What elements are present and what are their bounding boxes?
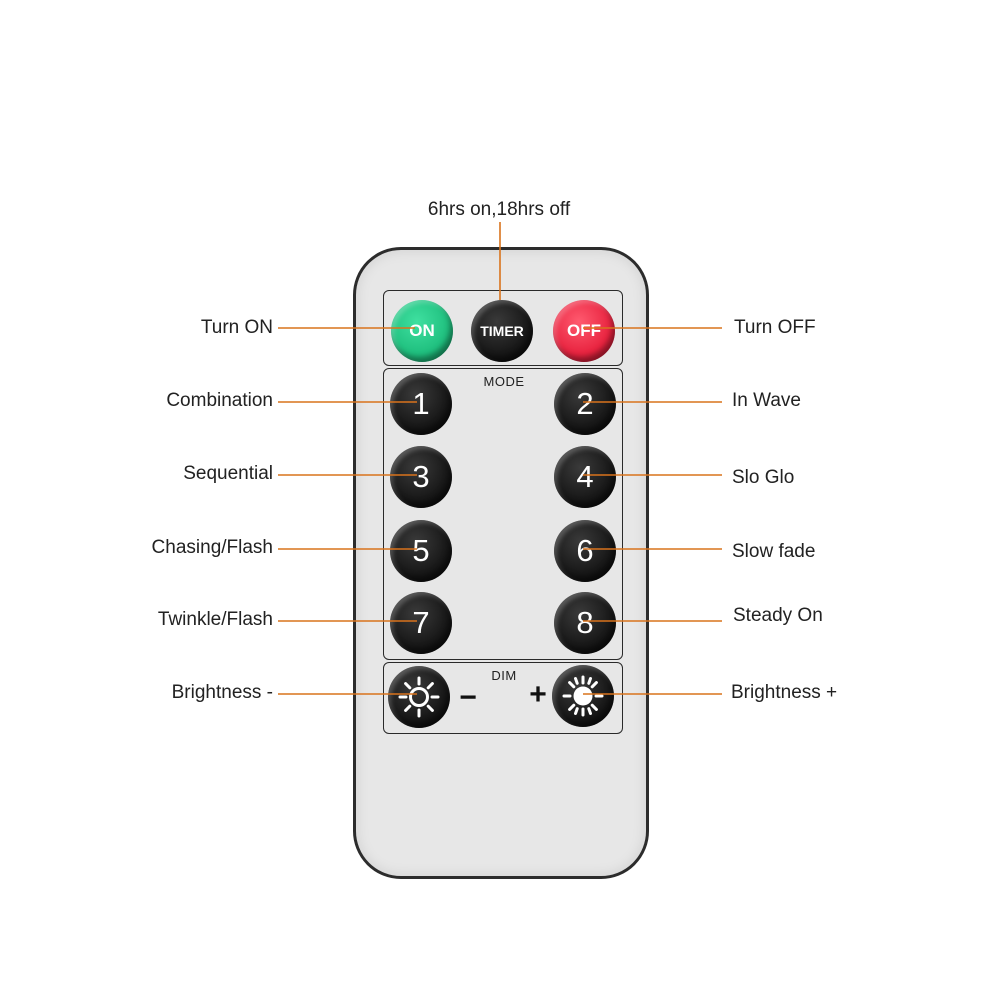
callout-on: Turn ON (200, 317, 273, 338)
on-button[interactable]: ON (391, 300, 453, 362)
sun-outline-icon (398, 676, 440, 718)
mode-button-7[interactable]: 7 (390, 592, 452, 654)
callout-2: In Wave (732, 390, 801, 411)
callout-6: Slow fade (732, 541, 816, 562)
dim-plus-sign: + (529, 678, 547, 711)
mode-button-8[interactable]: 8 (554, 592, 616, 654)
dim-panel (383, 662, 623, 734)
callout-off: Turn OFF (734, 317, 816, 338)
callout-4: Slo Glo (732, 467, 795, 488)
mode-button-1-label: 1 (412, 386, 430, 421)
mode-button-7-label: 7 (412, 605, 430, 640)
callout-8: Steady On (733, 605, 823, 626)
dim-label: DIM (491, 668, 517, 683)
mode-button-2[interactable]: 2 (554, 373, 616, 435)
mode-button-5[interactable]: 5 (390, 520, 452, 582)
callout-dim-minus: Brightness - (171, 682, 273, 703)
off-button-label: OFF (567, 321, 601, 340)
brightness-down-button[interactable] (388, 666, 450, 728)
callout-3: Sequential (183, 463, 273, 484)
mode-panel (383, 368, 623, 660)
mode-label: MODE (483, 374, 525, 389)
mode-button-3-label: 3 (412, 459, 430, 494)
off-button[interactable]: OFF (553, 300, 615, 362)
callout-dim-plus: Brightness + (731, 682, 838, 703)
mode-button-4[interactable]: 4 (554, 446, 616, 508)
timer-button-label: TIMER (480, 323, 524, 339)
callout-5: Chasing/Flash (151, 537, 273, 558)
timer-button[interactable]: TIMER (471, 300, 533, 362)
brightness-up-button[interactable] (552, 665, 614, 727)
mode-button-2-label: 2 (576, 386, 594, 421)
mode-button-6[interactable]: 6 (554, 520, 616, 582)
callout-1: Combination (166, 390, 273, 411)
mode-button-1[interactable]: 1 (390, 373, 452, 435)
callout-7: Twinkle/Flash (157, 609, 273, 630)
remote-control: MODE DIM ON TIMER OFF 1 2 3 4 5 6 (353, 247, 649, 879)
mode-button-5-label: 5 (412, 533, 430, 568)
mode-button-4-label: 4 (576, 459, 594, 494)
sun-filled-icon (562, 675, 604, 717)
mode-button-3[interactable]: 3 (390, 446, 452, 508)
on-button-label: ON (409, 321, 435, 340)
dim-minus-sign: − (459, 681, 477, 714)
mode-button-8-label: 8 (576, 605, 594, 640)
callout-timer: 6hrs on,18hrs off (427, 199, 571, 220)
mode-button-6-label: 6 (576, 533, 594, 568)
